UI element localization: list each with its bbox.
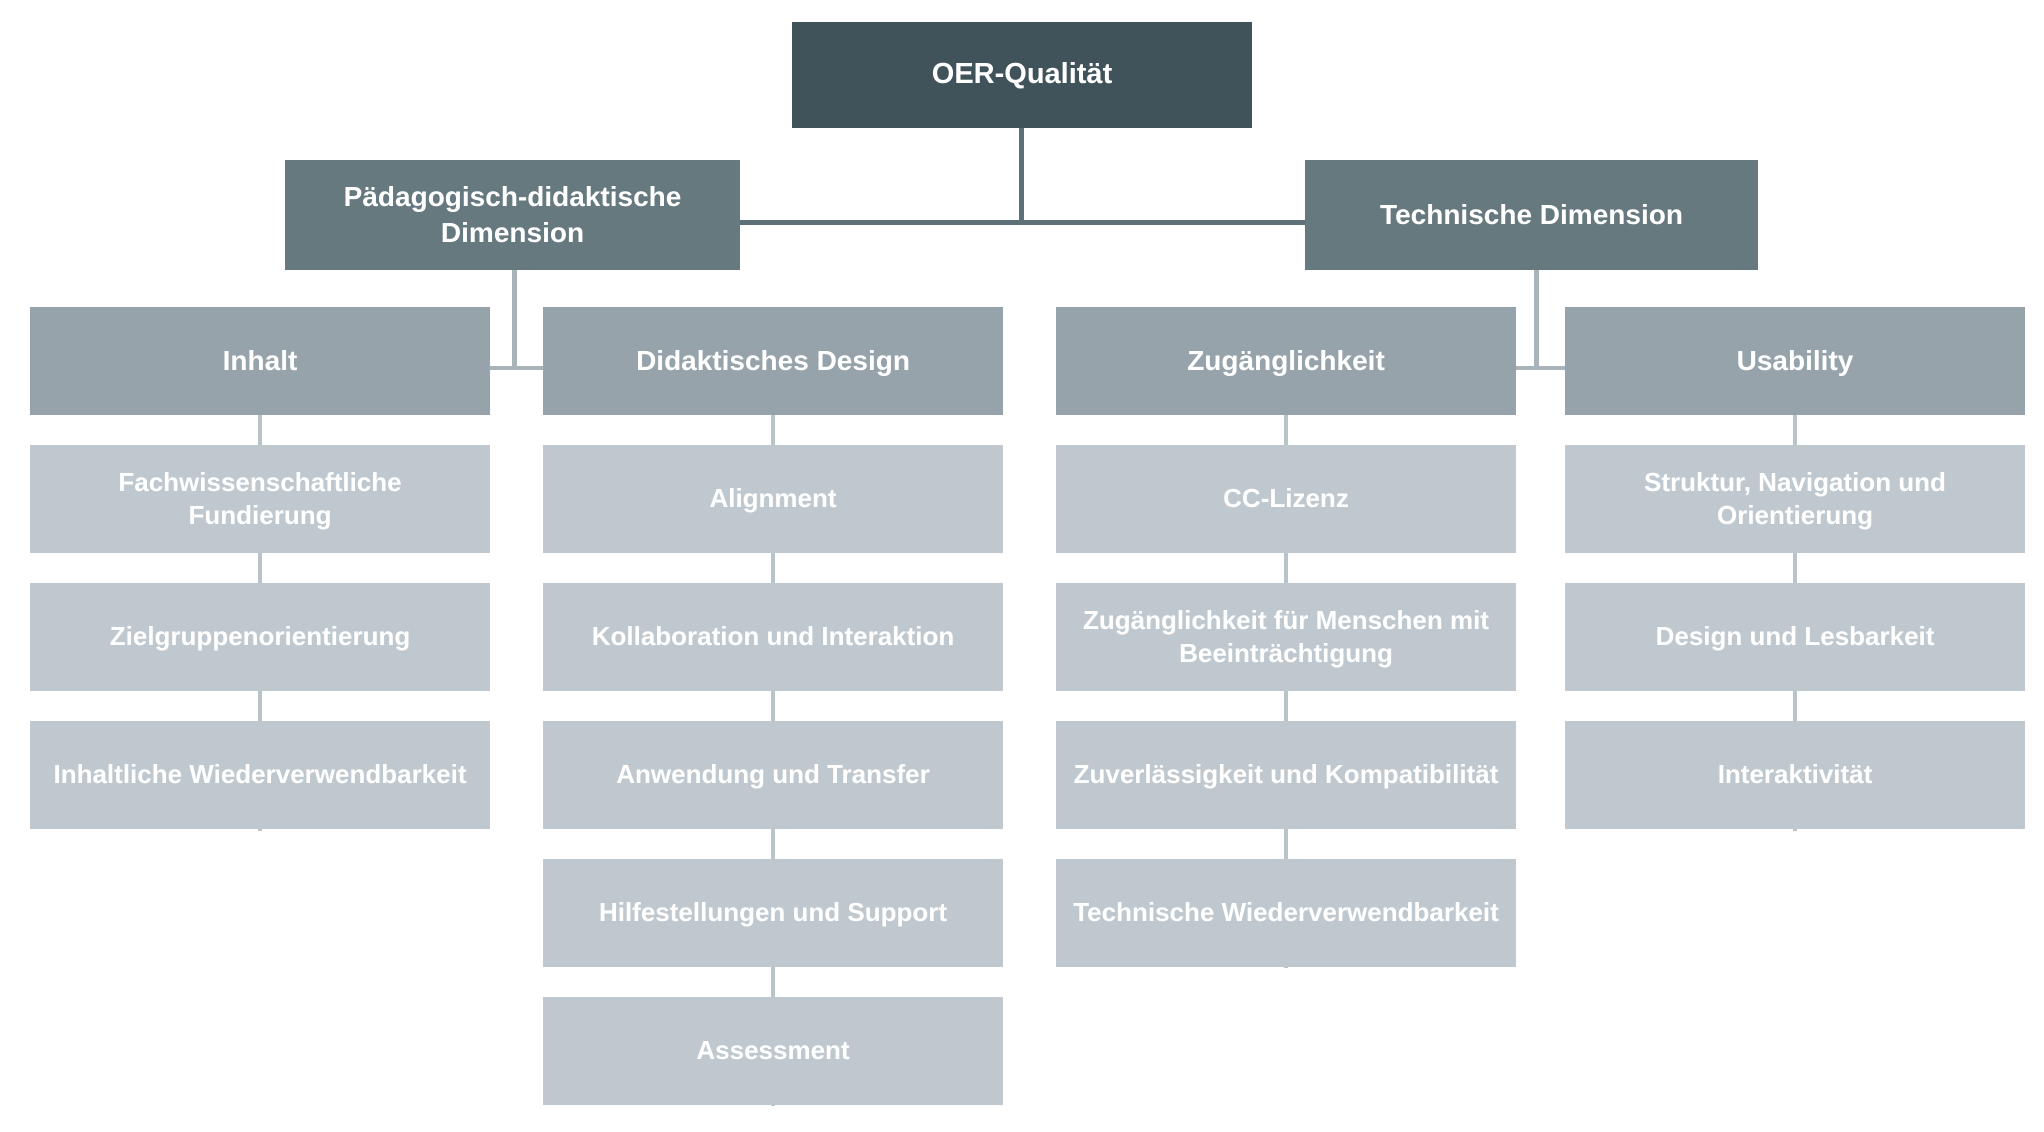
node-dimension-paedagogisch-didaktisch[interactable]: Pädagogisch-didaktische Dimension (285, 160, 740, 270)
node-dimension-technisch[interactable]: Technische Dimension (1305, 160, 1758, 270)
connector-root-bus (731, 220, 1313, 225)
leaf-struktur-navigation-und-orientierung[interactable]: Struktur, Navigation und Orientierung (1565, 445, 2025, 553)
node-category-usability[interactable]: Usability (1565, 307, 2025, 415)
leaf-interaktivitaet[interactable]: Interaktivität (1565, 721, 2025, 829)
leaf-cc-lizenz[interactable]: CC-Lizenz (1056, 445, 1516, 553)
leaf-hilfestellungen-und-support[interactable]: Hilfestellungen und Support (543, 859, 1003, 967)
connector-tech-bus (1512, 366, 1574, 370)
node-category-zugaenglichkeit[interactable]: Zugänglichkeit (1056, 307, 1516, 415)
leaf-assessment[interactable]: Assessment (543, 997, 1003, 1105)
leaf-alignment[interactable]: Alignment (543, 445, 1003, 553)
leaf-zugaenglichkeit-fuer-menschen-mit-beeintraechtigung[interactable]: Zugänglichkeit für Menschen mit Beeinträ… (1056, 583, 1516, 691)
node-category-didaktisches-design[interactable]: Didaktisches Design (543, 307, 1003, 415)
leaf-zuverlaessigkeit-und-kompatibilitaet[interactable]: Zuverlässigkeit und Kompatibilität (1056, 721, 1516, 829)
connector-tech-stem (1534, 270, 1539, 370)
leaf-fachwissenschaftliche-fundierung[interactable]: Fachwissenschaftliche Fundierung (30, 445, 490, 553)
leaf-anwendung-und-transfer[interactable]: Anwendung und Transfer (543, 721, 1003, 829)
leaf-inhaltliche-wiederverwendbarkeit[interactable]: Inhaltliche Wiederverwendbarkeit (30, 721, 490, 829)
leaf-design-und-lesbarkeit[interactable]: Design und Lesbarkeit (1565, 583, 2025, 691)
connector-col3-spine (1284, 415, 1288, 968)
leaf-kollaboration-und-interaktion[interactable]: Kollaboration und Interaktion (543, 583, 1003, 691)
leaf-technische-wiederverwendbarkeit[interactable]: Technische Wiederverwendbarkeit (1056, 859, 1516, 967)
node-category-inhalt[interactable]: Inhalt (30, 307, 490, 415)
connector-root-stem (1019, 128, 1024, 223)
node-root-oer-qualitaet[interactable]: OER-Qualität (792, 22, 1252, 128)
connector-paed-bus (488, 366, 550, 370)
leaf-zielgruppenorientierung[interactable]: Zielgruppenorientierung (30, 583, 490, 691)
connector-paed-stem (512, 270, 517, 370)
